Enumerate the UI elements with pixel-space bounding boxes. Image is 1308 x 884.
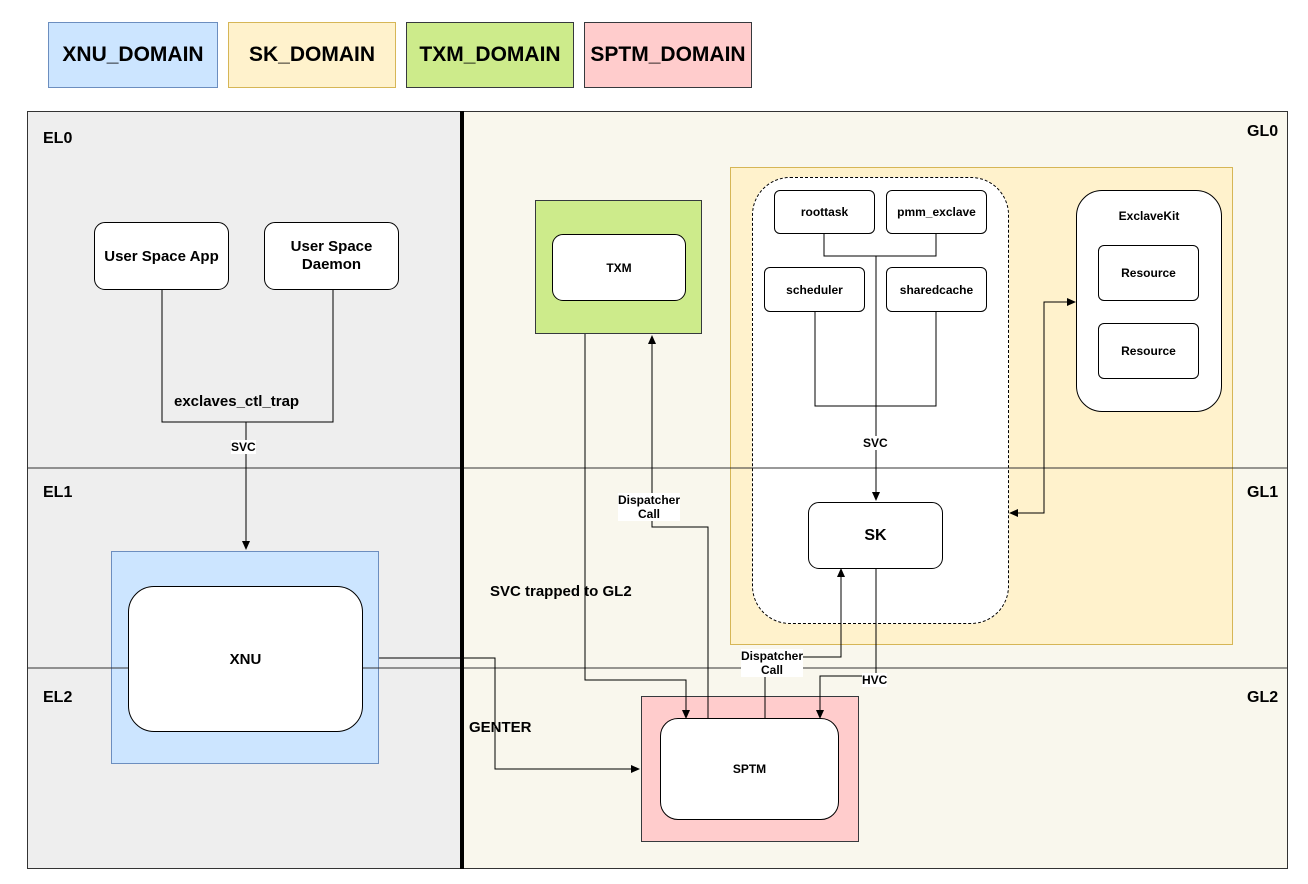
user-space-app-label: User Space App	[104, 247, 219, 265]
genter-label: GENTER	[469, 719, 532, 736]
dispatcher-call-sk-line1: Dispatcher	[741, 649, 804, 663]
resource-2-label: Resource	[1121, 344, 1176, 358]
el1-label: EL1	[43, 484, 73, 501]
dispatcher-call-sk-line2: Call	[761, 663, 784, 677]
exclavekit-sk-arrow	[1009, 298, 1076, 517]
gl2-label: GL2	[1247, 689, 1279, 706]
legend-xnu-domain: XNU_DOMAIN	[48, 22, 218, 88]
dispatcher-call-sk-label: Dispatcher Call	[741, 649, 804, 677]
sptm-node: SPTM	[660, 718, 839, 820]
sk-to-sptm-hvc-arrow	[816, 569, 877, 719]
gl1-label: GL1	[1247, 484, 1279, 501]
pmm-exclave-node: pmm_exclave	[886, 190, 987, 234]
user-to-trap-line	[161, 290, 334, 423]
sharedcache-node: sharedcache	[886, 267, 987, 312]
txm-node: TXM	[552, 234, 686, 301]
el0-label: EL0	[43, 130, 73, 147]
scheduler-label: scheduler	[786, 282, 843, 297]
user-space-daemon-node: User Space Daemon	[264, 222, 399, 290]
xnu-genter-arrow	[379, 657, 640, 773]
legend-sptm-domain: SPTM_DOMAIN	[584, 22, 752, 88]
resource-node-1: Resource	[1098, 245, 1199, 301]
sharedcache-label: sharedcache	[899, 282, 974, 297]
txm-to-sptm-arrow	[584, 334, 690, 719]
txm-label: TXM	[606, 260, 632, 275]
scheduler-node: scheduler	[764, 267, 865, 312]
legend-txm-domain: TXM_DOMAIN	[406, 22, 574, 88]
sptm-label: SPTM	[732, 762, 767, 776]
exclaves-ctl-trap-label: exclaves_ctl_trap	[174, 393, 300, 410]
svc-trapped-label: SVC trapped to GL2	[490, 583, 632, 600]
sk-node: SK	[808, 502, 943, 569]
xnu-node: XNU	[128, 586, 363, 732]
resource-1-label: Resource	[1121, 266, 1176, 280]
sptm-to-sk-dispatcher-arrow	[764, 568, 845, 718]
dispatcher-call-txm-line2: Call	[638, 507, 661, 521]
hvc-label: HVC	[862, 673, 888, 687]
xnu-label: XNU	[229, 650, 262, 668]
sk-label: SK	[864, 526, 887, 544]
user-space-daemon-label-line1: User Space	[290, 238, 373, 255]
exclavekit-label: ExclaveKit	[1118, 209, 1180, 223]
sptm-to-txm-dispatcher-arrow	[648, 335, 709, 718]
svc-el0-label: SVC	[231, 440, 256, 454]
dispatcher-call-txm-line1: Dispatcher	[618, 493, 681, 507]
roottask-node: roottask	[774, 190, 875, 234]
gl0-label: GL0	[1247, 123, 1279, 140]
roottask-label: roottask	[800, 205, 849, 219]
user-space-daemon-label-line2: Daemon	[301, 256, 362, 273]
legend-sk-domain: SK_DOMAIN	[228, 22, 396, 88]
svc-gl0-label: SVC	[863, 436, 888, 450]
user-space-app-node: User Space App	[94, 222, 229, 290]
el2-label: EL2	[43, 689, 73, 706]
resource-node-2: Resource	[1098, 323, 1199, 379]
pmm-exclave-label: pmm_exclave	[897, 205, 976, 219]
dispatcher-call-txm-label: Dispatcher Call	[618, 493, 681, 521]
roottask-pmm-join	[823, 234, 937, 257]
